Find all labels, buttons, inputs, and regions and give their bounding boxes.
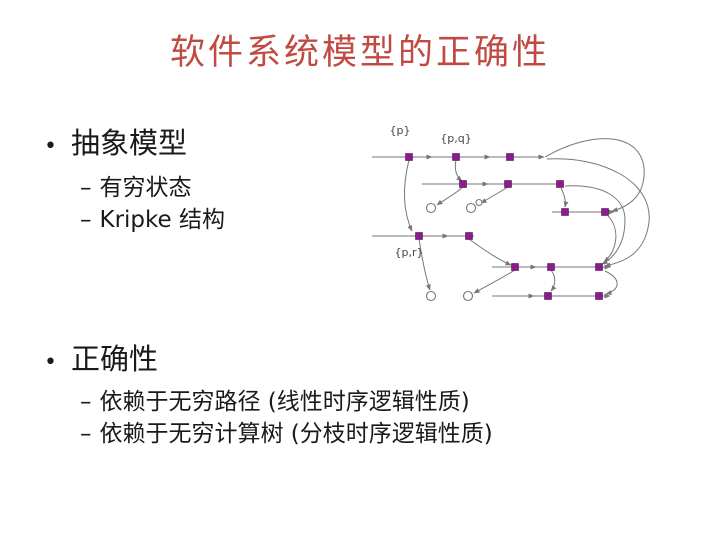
subbullet-label: Kripke 结构 (99, 207, 226, 233)
kripke-structure-diagram: {p} {p,q} {p,r} (372, 124, 650, 302)
subbullet-label: 依赖于无穷计算树 (分枝时序逻辑性质) (99, 421, 493, 447)
label-pr: {p,r} (395, 246, 424, 259)
slide-title: 软件系统模型的正确性 (169, 33, 550, 73)
subbullet-finite-states: – 有穷状态 (80, 168, 192, 202)
transition-edges (372, 138, 650, 299)
dash-icon: – (80, 207, 92, 233)
label-pq: {p,q} (440, 132, 471, 145)
subbullet-infinite-computation-tree: – 依赖于无穷计算树 (分枝时序逻辑性质) (80, 414, 493, 448)
bullet-icon: • (44, 134, 57, 159)
dash-icon: – (80, 175, 92, 201)
state-nodes (405, 153, 609, 300)
bullet-icon: • (44, 350, 57, 375)
state-labels: {p} {p,q} {p,r} (390, 124, 472, 259)
bullet-label: 正确性 (70, 342, 158, 376)
subbullet-label: 有穷状态 (99, 175, 192, 201)
label-p: {p} (390, 124, 411, 137)
subbullet-label: 依赖于无穷路径 (线性时序逻辑性质) (99, 389, 470, 415)
bullet-correctness: • 正确性 (44, 336, 158, 378)
bullet-label: 抽象模型 (70, 126, 187, 160)
subbullet-kripke-structure: – Kripke 结构 (80, 200, 225, 234)
dash-icon: – (80, 421, 92, 447)
bullet-abstract-model: • 抽象模型 (44, 120, 187, 162)
dash-icon: – (80, 389, 92, 415)
subbullet-infinite-paths: – 依赖于无穷路径 (线性时序逻辑性质) (80, 382, 470, 416)
hollow-state-nodes (425, 198, 483, 302)
